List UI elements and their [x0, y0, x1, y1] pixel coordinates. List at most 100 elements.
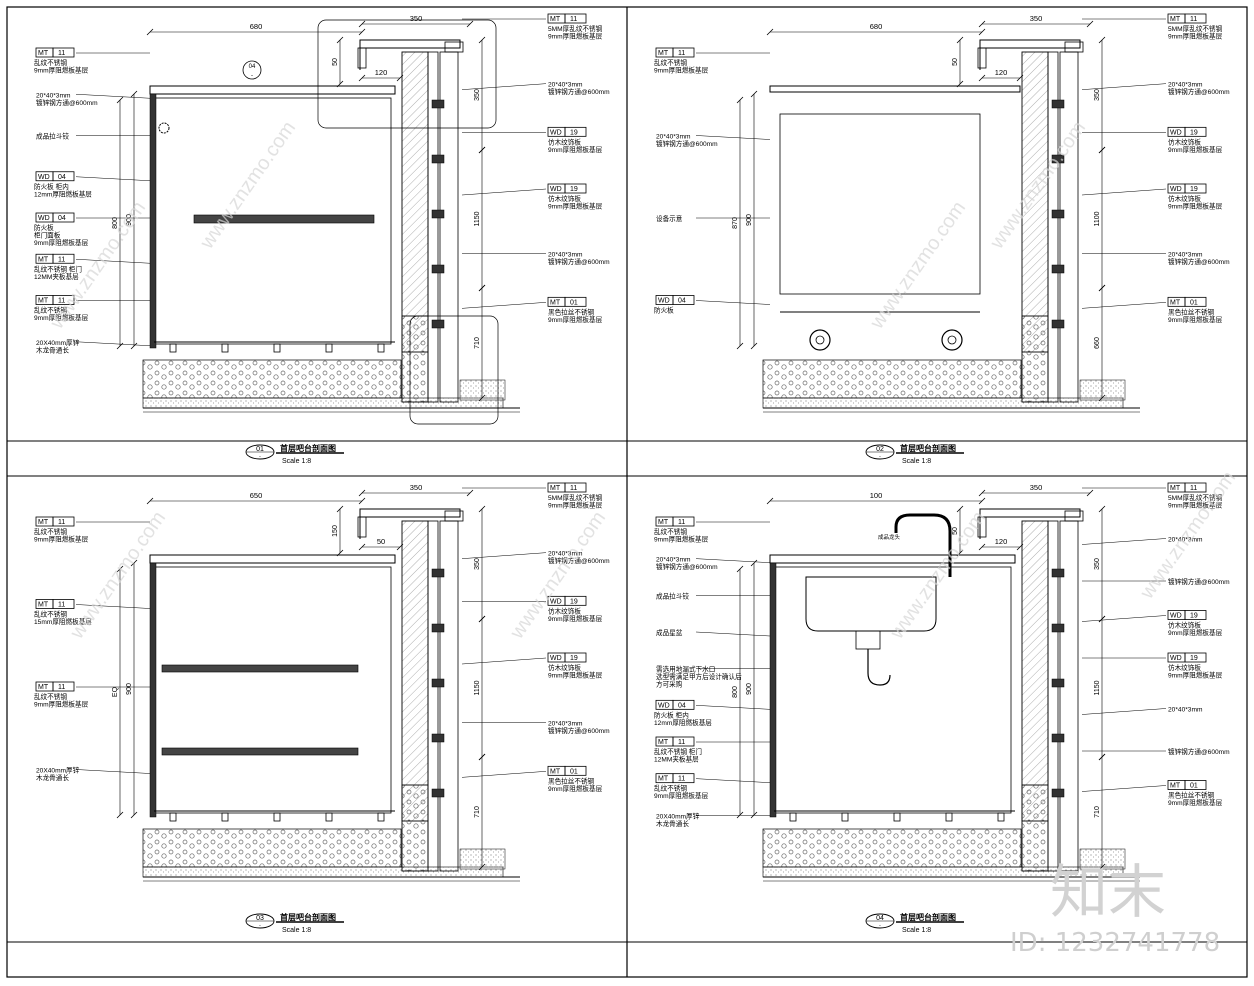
- faucet-label: 成品龙头: [878, 533, 901, 541]
- dimension-tick: [978, 20, 986, 28]
- tag-line: 防火板 柜内: [34, 182, 69, 191]
- dimension-tick: [978, 74, 986, 82]
- tag-code: MT: [38, 50, 49, 57]
- tag-line: 乱纹不锈钢: [654, 784, 687, 793]
- tag-line: 9mm厚阻燃板基层: [548, 501, 603, 510]
- leader-line: [461, 657, 547, 665]
- leader-line: [695, 705, 771, 710]
- tag-line: 防火板: [654, 306, 674, 315]
- dimension-tick: [1098, 505, 1106, 513]
- tag-num-box: [1184, 780, 1207, 790]
- tag-num-box: [564, 482, 587, 493]
- leveling-foot: [789, 812, 797, 822]
- tag-line: 需选用地漏式下水口: [656, 665, 715, 674]
- tag-line: 12mm厚阻燃板基层: [654, 718, 712, 727]
- dimension-tick: [358, 489, 366, 497]
- countertop-cap: [444, 41, 464, 53]
- tag-code: MT: [550, 485, 561, 492]
- dimension-tick: [358, 20, 366, 28]
- steel-post: [1047, 520, 1059, 872]
- base-block: [1021, 315, 1049, 403]
- dimension-label: 350: [1030, 483, 1043, 492]
- tag-code: MT: [38, 684, 49, 691]
- countertop-cap: [444, 510, 464, 522]
- tag-line: 9mm厚阻燃板基层: [654, 791, 709, 800]
- leveling-foot: [169, 812, 177, 822]
- tag-number: 11: [58, 298, 65, 305]
- tag-number: 19: [1190, 186, 1198, 193]
- tag-line: 乱纹不锈钢: [34, 692, 67, 701]
- section-marker-top: 04: [249, 64, 256, 70]
- tag-line: 仿木纹饰板: [548, 194, 581, 203]
- tag-number: 11: [678, 519, 685, 526]
- tag-num-box: [52, 253, 75, 264]
- steel-clip: [1051, 99, 1065, 109]
- tag-number: 19: [1190, 655, 1198, 662]
- material-tag: 成品拉斗铰: [656, 591, 689, 600]
- tag-line: 乱纹不锈钢: [34, 610, 67, 619]
- tag-code: WD: [658, 702, 670, 709]
- lower-countertop: [769, 554, 1016, 564]
- dimension-tick: [130, 342, 138, 350]
- tag-num-box: [564, 652, 587, 663]
- tag-line: 乱纹不锈钢: [34, 527, 67, 536]
- tag-number: 11: [570, 485, 577, 492]
- panel-number: 04: [876, 915, 884, 922]
- sink-basin: [805, 576, 937, 632]
- tag-line: 5MM厚乱纹不锈钢: [1168, 24, 1223, 33]
- countertop-edge: [977, 47, 987, 69]
- tag-number: 11: [1190, 485, 1197, 492]
- ground-gravel: [762, 359, 1022, 399]
- tag-line: 20*40*3mm: [656, 134, 691, 141]
- dimension-tick: [358, 74, 366, 82]
- leader-line: [75, 341, 151, 346]
- dimension-tick: [336, 505, 344, 513]
- panel-scale: Scale 1:8: [902, 458, 931, 465]
- tag-code: MT: [1170, 299, 1181, 306]
- tag-number: 01: [570, 299, 578, 306]
- leveling-foot: [893, 812, 901, 822]
- section-marker-bottom: -: [251, 73, 253, 79]
- dimension-label: 680: [870, 22, 883, 31]
- section-marker: [242, 60, 262, 80]
- tag-number: 19: [570, 129, 578, 136]
- dimension-label: 350: [1094, 558, 1101, 570]
- back-wall-hatch: [1021, 520, 1049, 822]
- watermark-brand: 知末: [1050, 858, 1167, 926]
- dimension-tick: [130, 90, 138, 98]
- steel-clip: [431, 623, 445, 633]
- tag-num-box: [52, 171, 75, 182]
- tag-num-box: [564, 183, 587, 194]
- tag-number: 11: [58, 256, 65, 263]
- wheel-hub: [815, 335, 825, 345]
- dimension-tick: [978, 28, 986, 36]
- steel-clip: [1051, 264, 1065, 274]
- tag-line: 仿木纹饰板: [1168, 621, 1201, 630]
- steel-clip: [1051, 678, 1065, 688]
- tag-line: 防火板: [34, 223, 54, 232]
- tag-code: MT: [550, 16, 561, 23]
- dimension-tick: [116, 811, 124, 819]
- tag-code: MT: [550, 768, 561, 775]
- dimension-label: 120: [995, 537, 1008, 546]
- tag-code: MT: [658, 50, 669, 57]
- tag-code: MT: [658, 776, 669, 783]
- tag-num-box: [564, 765, 587, 776]
- dimension-tick: [146, 497, 154, 505]
- tag-number: 04: [678, 702, 686, 709]
- tag-line: 乱纹不锈钢: [654, 527, 687, 536]
- tag-num-box: [52, 212, 75, 223]
- dimension-label: 350: [474, 89, 481, 101]
- dimension-tick: [956, 80, 964, 88]
- tag-line: 9mm厚阻燃板基层: [548, 784, 603, 793]
- tag-line: 9mm厚阻燃板基层: [548, 145, 603, 154]
